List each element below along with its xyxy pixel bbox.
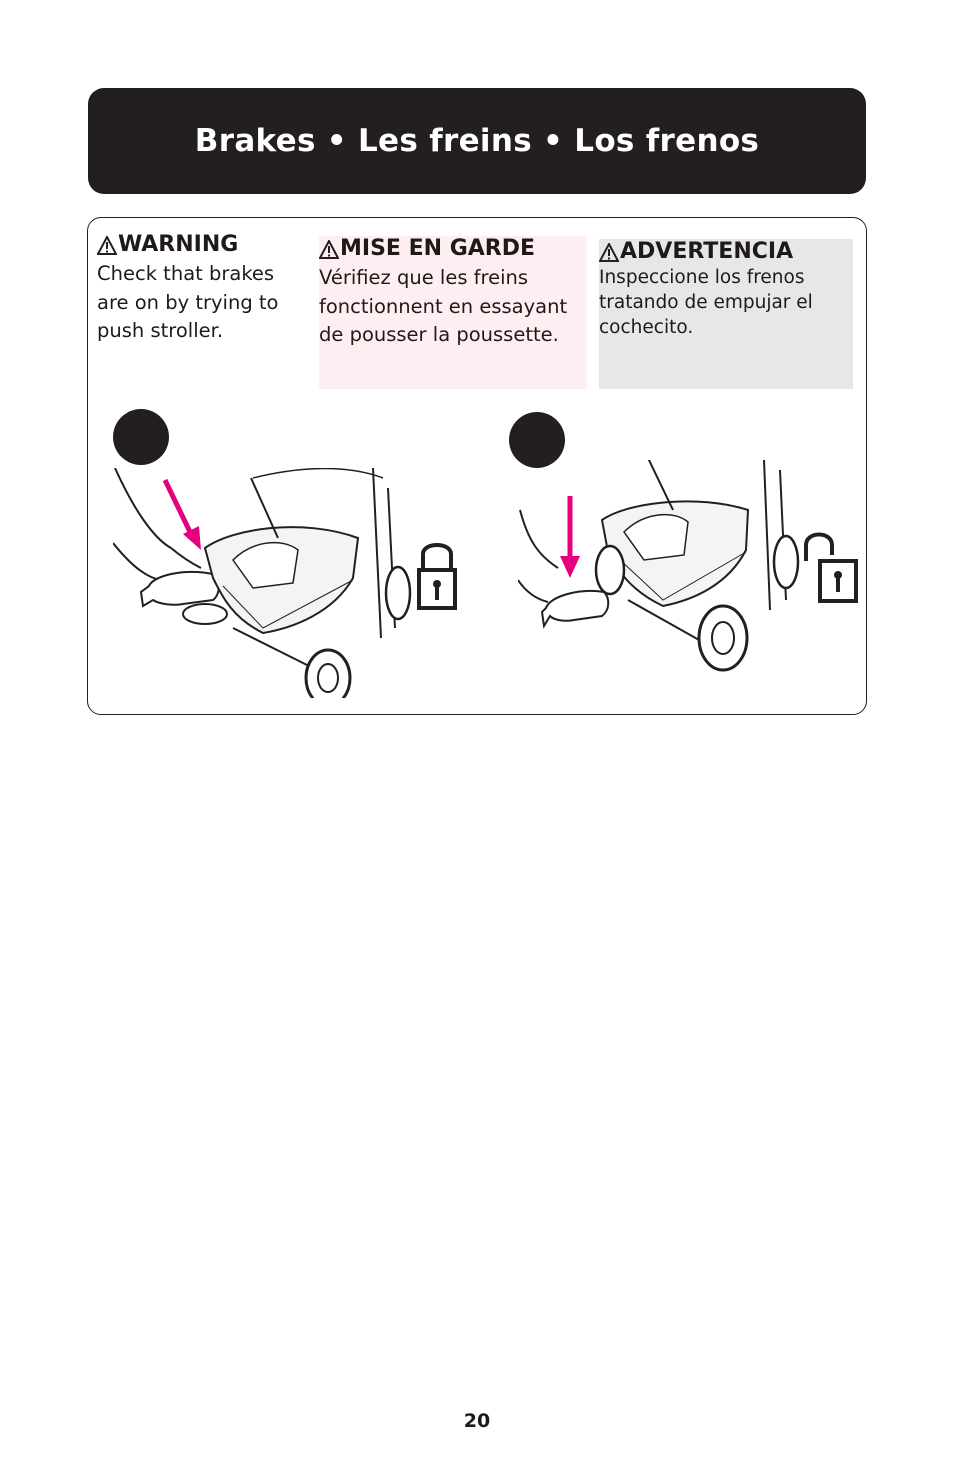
page-title: Brakes • Les freins • Los frenos <box>194 123 760 159</box>
warning-heading: ADVERTENCIA <box>620 239 794 264</box>
brake-off-illustration <box>518 460 800 672</box>
warning-text: Inspeccione los frenos tratando de empuj… <box>599 267 813 338</box>
warning-triangle-icon <box>599 242 619 262</box>
lock-closed-icon <box>417 543 457 610</box>
warning-spanish: ADVERTENCIA Inspeccione los frenos trata… <box>599 239 853 389</box>
warning-heading: WARNING <box>118 232 239 257</box>
warning-text: Vérifiez que les freins fonctionnent en … <box>319 266 568 346</box>
page-number: 20 <box>463 1410 491 1432</box>
step-marker-1 <box>113 409 169 465</box>
step-marker-2 <box>509 412 565 468</box>
brakes-panel: WARNING Check that brakes are on by tryi… <box>87 217 867 715</box>
warning-triangle-icon <box>97 235 117 255</box>
lock-open-icon <box>804 532 858 603</box>
warning-text: Check that brakes are on by trying to pu… <box>97 262 279 342</box>
warning-triangle-icon <box>319 239 339 259</box>
warning-heading: MISE EN GARDE <box>340 236 536 261</box>
header-bar: Brakes • Les freins • Los frenos <box>88 88 866 194</box>
brake-on-illustration <box>113 468 412 698</box>
warning-english: WARNING Check that brakes are on by tryi… <box>97 232 309 346</box>
warning-french: MISE EN GARDE Vérifiez que les freins fo… <box>319 236 587 389</box>
